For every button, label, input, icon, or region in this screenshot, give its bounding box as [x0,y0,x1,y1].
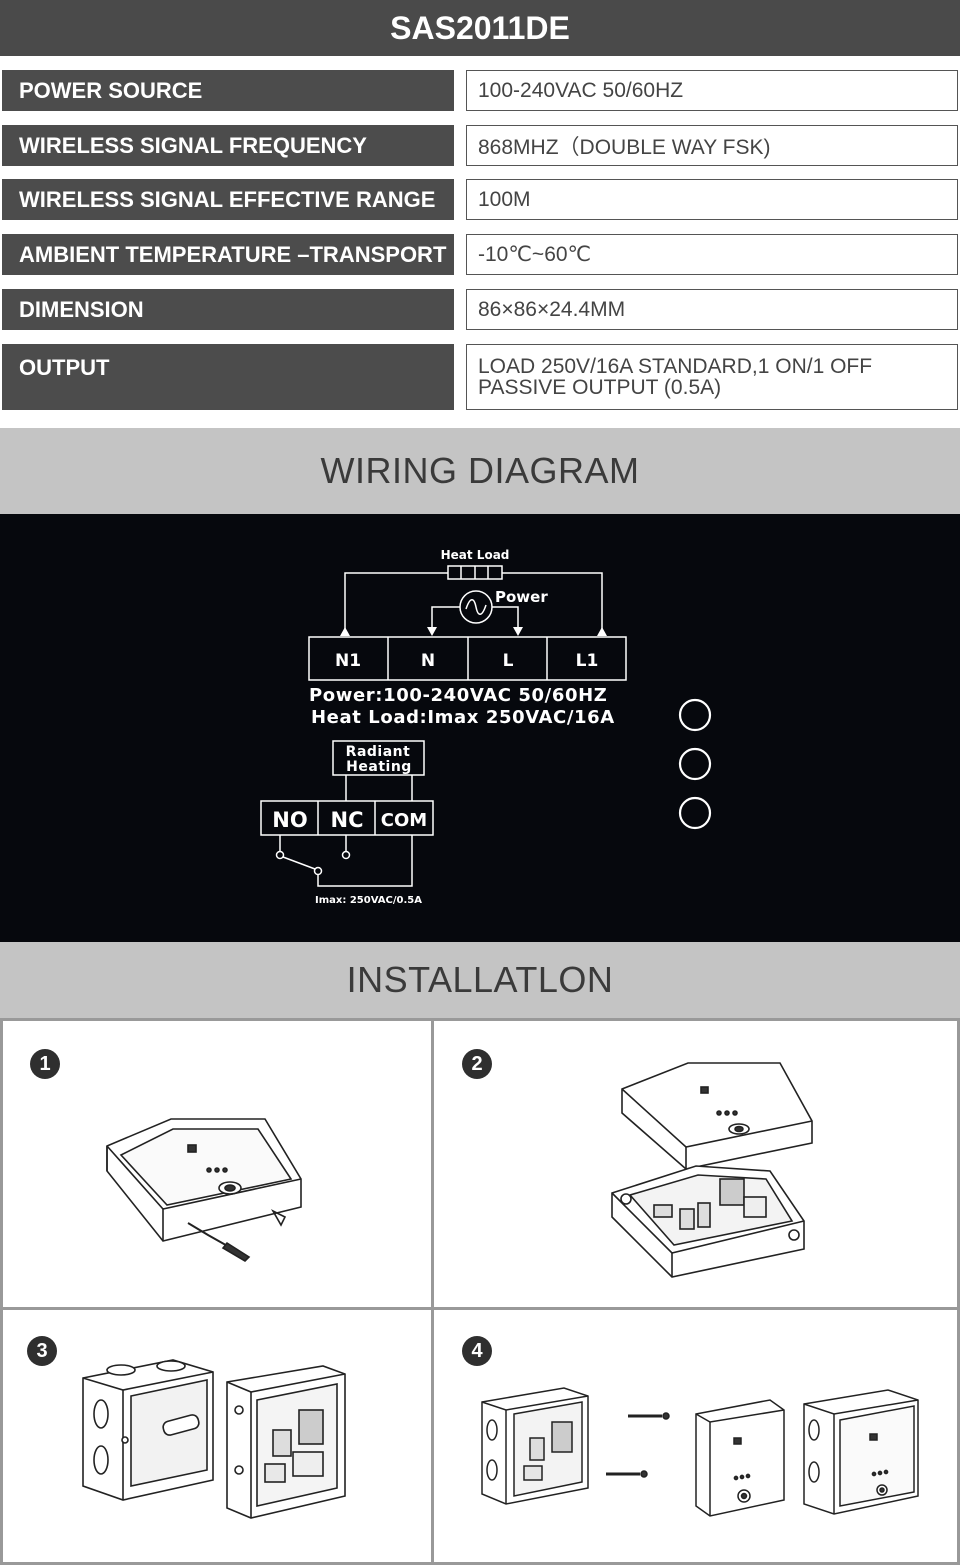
spec-value: 100M [466,179,958,220]
installation-step-2: 2 [431,1018,960,1310]
wiring-diagram-svg: Heat Load Power N1 N L L1 Power:100-240V… [260,548,712,906]
wiring-diagram-header: WIRING DIAGRAM [0,428,960,514]
spec-row-dimension: DIMENSION 86×86×24.4MM [0,289,960,330]
spec-row-wireless-frequency: WIRELESS SIGNAL FREQUENCY 868MHZ（DOUBLE … [0,125,960,166]
led-indicator-1 [678,698,712,732]
spec-value: 86×86×24.4MM [466,289,958,330]
installation-step-1: 1 [0,1018,434,1310]
heat-load-spec-text: Heat Load:Imax 250VAC/16A [311,707,615,728]
spec-value: 868MHZ（DOUBLE WAY FSK) [466,125,958,166]
relay-terminal-no: NO [272,808,307,832]
spec-row-wireless-range: WIRELESS SIGNAL EFFECTIVE RANGE 100M [0,179,960,220]
step-number-badge: 4 [462,1336,492,1366]
thermostat-with-sensor-illustration [106,1118,302,1263]
installation-step-3: 3 [0,1307,434,1565]
wall-box-and-base-illustration [82,1359,346,1519]
spec-label: DIMENSION [2,289,454,330]
terminal-l: L [503,651,514,671]
spec-value: 100-240VAC 50/60HZ [466,70,958,111]
spec-label: POWER SOURCE [2,70,454,111]
wiring-diagram: Heat Load Power N1 N L L1 Power:100-240V… [0,514,960,942]
spec-label: AMBIENT TEMPERATURE –TRANSPORT [2,234,454,275]
spec-row-power-source: POWER SOURCE 100-240VAC 50/60HZ [0,70,960,111]
heating-label: Heating [346,759,412,775]
radiant-label: Radiant [346,744,411,760]
model-title: SAS2011DE [0,0,960,56]
led-indicator-2 [678,747,712,781]
spec-value: LOAD 250V/16A STANDARD,1 ON/1 OFF PASSIV… [466,344,958,410]
installation-grid: 1 2 [0,1018,960,1565]
terminal-n1: N1 [335,651,361,671]
spec-label: WIRELESS SIGNAL FREQUENCY [2,125,454,166]
thermostat-open-cover-illustration [611,1062,813,1278]
led-indicator-3 [678,796,712,830]
spec-row-ambient-temperature: AMBIENT TEMPERATURE –TRANSPORT -10℃~60℃ [0,234,960,275]
radiant-heating-box [332,740,425,776]
step-number-badge: 2 [462,1049,492,1079]
spec-label: OUTPUT [2,344,454,410]
installation-header: INSTALLATLON [0,942,960,1018]
mounting-sequence-illustration [481,1387,919,1517]
imax-note: Imax: 250VAC/0.5A [315,895,422,906]
spec-value: -10℃~60℃ [466,234,958,275]
relay-terminal-block [260,800,434,836]
relay-terminal-com: COM [381,810,427,831]
relay-terminal-nc: NC [331,808,364,832]
spec-label: WIRELESS SIGNAL EFFECTIVE RANGE [2,179,454,220]
power-spec-text: Power:100-240VAC 50/60HZ [309,685,607,706]
power-label: Power [495,588,548,606]
step-number-badge: 1 [30,1049,60,1079]
terminal-l1: L1 [576,651,599,671]
step-number-badge: 3 [27,1336,57,1366]
terminal-n: N [421,651,435,671]
heat-load-label: Heat Load [441,548,510,562]
spec-row-output: OUTPUT LOAD 250V/16A STANDARD,1 ON/1 OFF… [0,344,960,410]
installation-step-4: 4 [431,1307,960,1565]
